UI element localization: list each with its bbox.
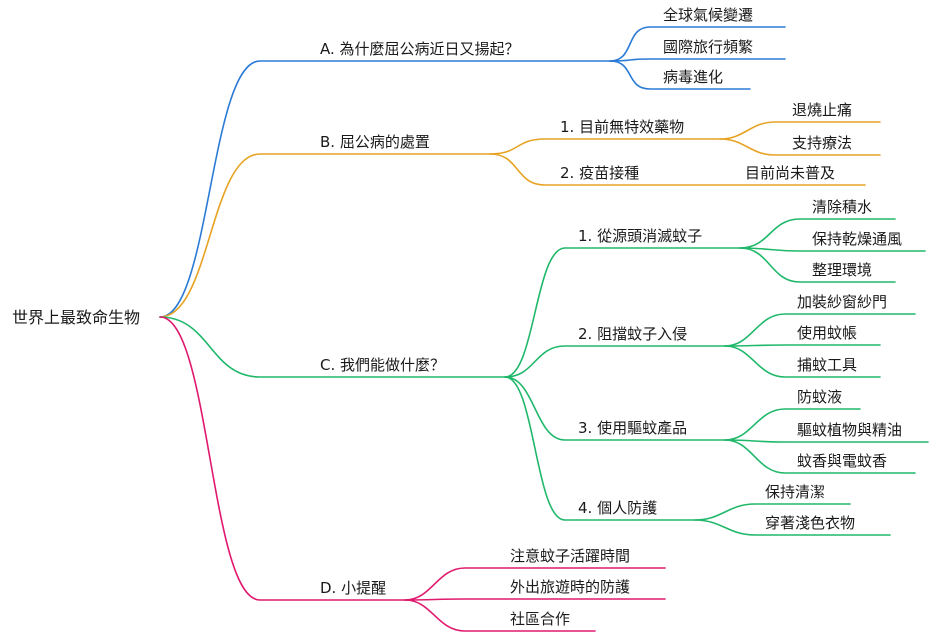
edge-a-2 xyxy=(609,58,786,62)
edge-a-3 xyxy=(609,60,751,90)
edge-b1-2 xyxy=(719,138,881,156)
branch-b-sub2-item: 目前尚未普及 xyxy=(745,164,835,182)
edge-c1-3 xyxy=(739,247,896,283)
edge-c1-1 xyxy=(739,218,896,249)
branch-c-sub2-item: 捕蚊工具 xyxy=(797,356,857,374)
branch-d-item: 社區合作 xyxy=(510,610,570,628)
edge-b-sub2 xyxy=(489,153,866,186)
branch-b-sub2-label: 2. 疫苗接種 xyxy=(560,164,639,182)
branch-c-sub4-item: 穿著淺色衣物 xyxy=(765,514,855,532)
branch-c-sub2-item: 加裝紗窗紗門 xyxy=(797,293,887,311)
edge-d-3 xyxy=(404,599,596,632)
branch-c-sub4-item: 保持清潔 xyxy=(765,483,825,501)
branch-b-label: B. 屈公病的處置 xyxy=(320,133,430,151)
edge-c4-1 xyxy=(694,503,851,521)
branch-a-item: 全球氣候變遷 xyxy=(663,6,753,24)
branch-a-item: 國際旅行頻繁 xyxy=(663,38,753,56)
branch-c-sub4-label: 4. 個人防護 xyxy=(578,499,657,517)
branch-b-sub1-item: 支持療法 xyxy=(792,134,852,152)
edge-c1-2 xyxy=(739,247,926,252)
branch-c-sub1-label: 1. 從源頭消滅蚊子 xyxy=(578,227,702,245)
edge-root-c xyxy=(159,316,506,378)
edge-c-sub2 xyxy=(504,345,726,378)
branch-d-item: 外出旅遊時的防護 xyxy=(510,578,630,596)
edge-c-sub3 xyxy=(504,376,726,441)
edge-c4-2 xyxy=(694,519,891,536)
branch-c-sub3-item: 防蚊液 xyxy=(797,388,842,406)
edge-c3-1 xyxy=(724,408,861,441)
branch-a-label: A. 為什麼屈公病近日又揚起？ xyxy=(320,40,520,58)
branch-c-sub1-item: 保持乾燥通風 xyxy=(812,230,902,248)
branch-d-item: 注意蚊子活躍時間 xyxy=(510,547,630,565)
root-node: 世界上最致命生物 xyxy=(12,308,140,327)
edge-b-sub1 xyxy=(489,138,721,155)
edge-root-b xyxy=(159,153,491,318)
branch-c-sub3-label: 3. 使用驅蚊產品 xyxy=(578,419,687,437)
edge-d-2 xyxy=(404,598,666,601)
branch-a-item: 病毒進化 xyxy=(663,68,723,86)
branch-b-sub1-label: 1. 目前無特效藥物 xyxy=(560,118,684,136)
branch-c-sub2-item: 使用蚊帳 xyxy=(797,324,857,342)
edge-root-d xyxy=(159,316,406,601)
edge-c2-3 xyxy=(724,345,881,378)
branch-c-sub3-item: 蚊香與電蚊香 xyxy=(797,452,887,470)
edge-c2-1 xyxy=(724,313,916,347)
edge-c3-2 xyxy=(724,439,929,443)
edge-c2-2 xyxy=(724,344,881,347)
branch-c-label: C. 我們能做什麼？ xyxy=(320,356,445,374)
branch-c-sub1-item: 清除積水 xyxy=(812,198,872,216)
edge-c-sub1 xyxy=(504,247,741,378)
edge-c3-3 xyxy=(724,439,916,474)
edge-a-1 xyxy=(609,26,786,62)
edge-b1-1 xyxy=(719,121,881,140)
edge-c-sub4 xyxy=(504,376,696,521)
branch-c-sub1-item: 整理環境 xyxy=(812,261,872,279)
branch-c-sub3-item: 驅蚊植物與精油 xyxy=(797,421,902,439)
edge-d-1 xyxy=(404,567,666,601)
branch-c-sub2-label: 2. 阻擋蚊子入侵 xyxy=(578,325,687,343)
edge-root-a xyxy=(159,60,611,318)
branch-b-sub1-item: 退燒止痛 xyxy=(792,101,852,119)
branch-d-label: D. 小提醒 xyxy=(320,579,386,597)
